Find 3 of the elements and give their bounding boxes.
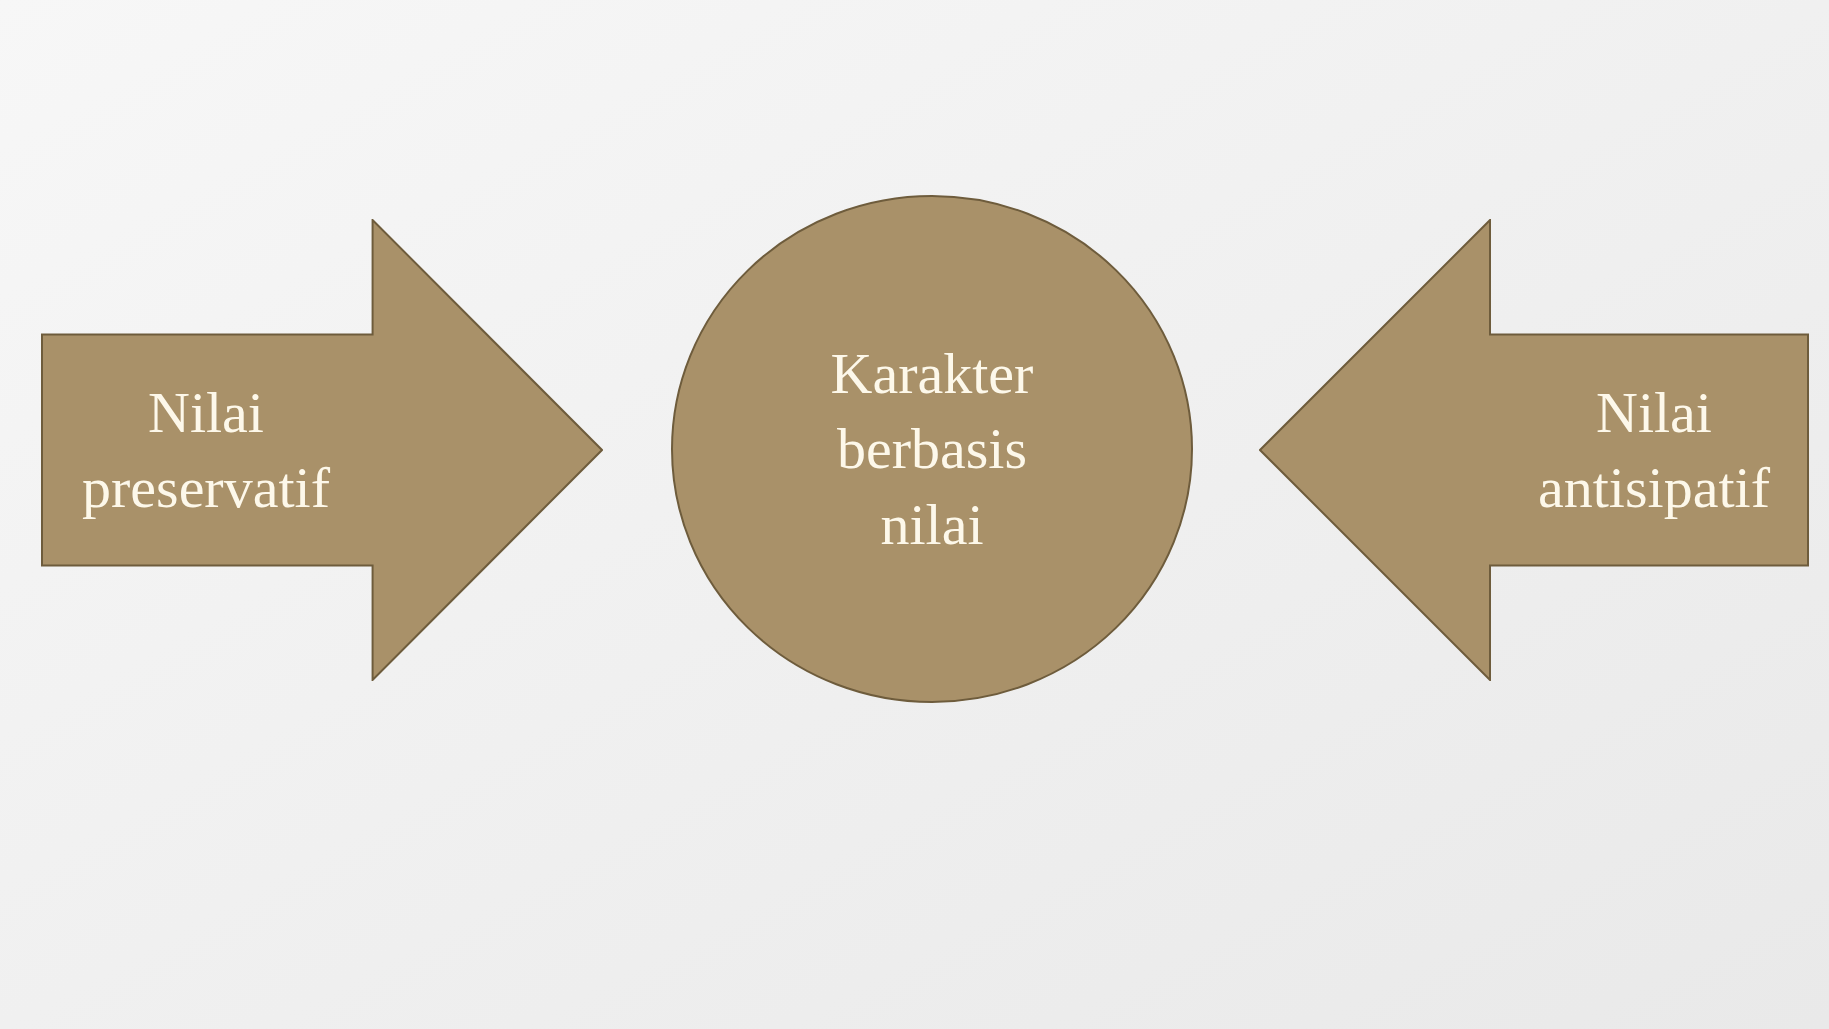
node-label: Karakter berbasis nilai [829,339,1035,559]
node-label: Nilai antisipatif [1537,378,1771,522]
node-label: Nilai preservatif [81,378,331,522]
